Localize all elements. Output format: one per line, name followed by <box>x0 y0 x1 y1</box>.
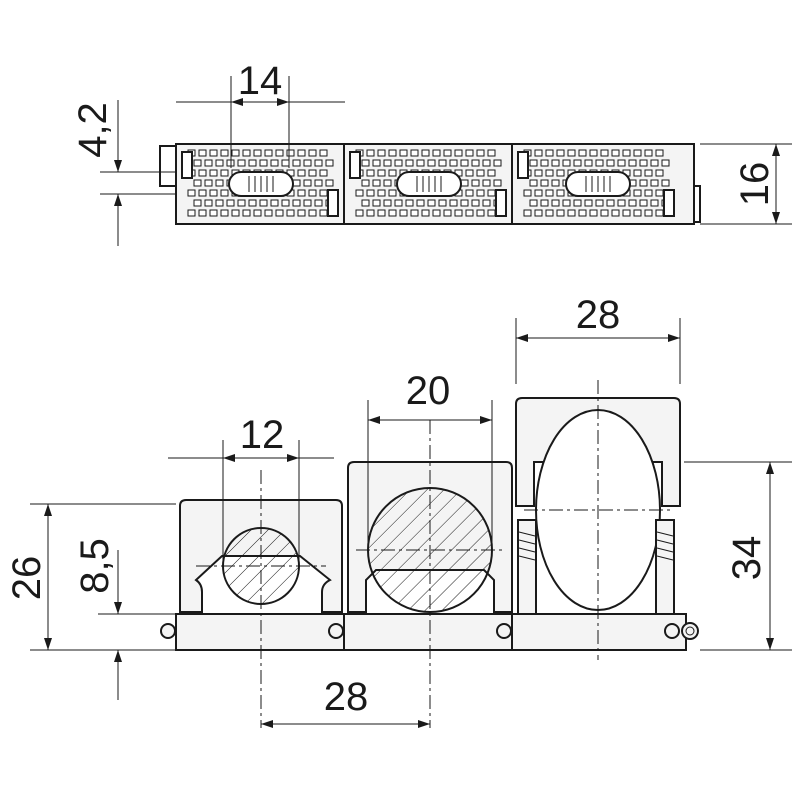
dim-small-clamp-height: 26 <box>5 556 49 601</box>
top-view-right-tab <box>694 185 701 223</box>
dim-base-axis-height: 8,5 <box>73 538 117 594</box>
dim-large-clamp-diameter: 28 <box>576 293 621 337</box>
front-view-base-strip <box>175 613 687 651</box>
dim-offset: 4,2 <box>71 102 115 158</box>
top-view-left-tab <box>159 145 176 187</box>
dim-small-clamp-diameter: 12 <box>240 413 285 457</box>
dim-slot-spacing: 14 <box>238 59 283 103</box>
dim-height: 16 <box>733 162 777 207</box>
dim-large-clamp-height: 34 <box>725 536 769 581</box>
top-view-slots <box>228 171 631 197</box>
top-view-latch-windows <box>181 151 675 217</box>
top-view: 14 4,2 16 <box>71 59 792 246</box>
front-view-base-knobs <box>160 622 699 640</box>
dim-medium-clamp-diameter: 20 <box>406 369 451 413</box>
front-view: 12 20 28 28 26 8,5 34 <box>5 293 792 728</box>
dim-pitch: 28 <box>324 675 369 719</box>
